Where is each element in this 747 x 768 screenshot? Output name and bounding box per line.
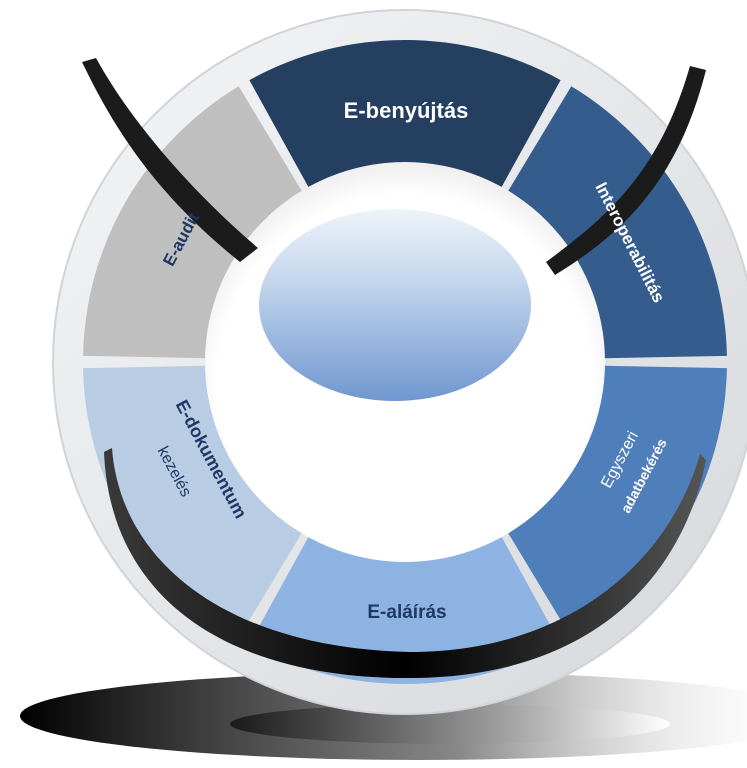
- floor-shadow: [20, 672, 747, 760]
- segment-egyszeri-adatbekeres: [507, 365, 727, 638]
- hub-ellipse: [259, 209, 531, 401]
- right-swoosh: [546, 66, 706, 275]
- left-swoosh: [82, 58, 258, 262]
- segment-e-benyujtas: [249, 40, 561, 189]
- label-e-alairas: E-aláírás: [367, 602, 446, 623]
- segment-e-audit: [83, 86, 303, 359]
- segment-e-dokumentum-kezeles: [83, 365, 303, 638]
- label-e-benyujtas: E-benyújtás: [344, 98, 469, 123]
